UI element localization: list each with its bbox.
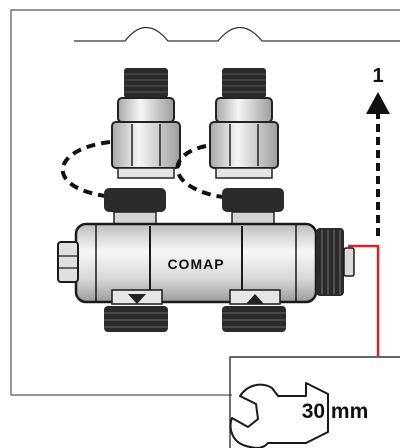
step-number-label: 1: [372, 65, 383, 87]
wrench-size-label: 30 mm: [302, 400, 369, 423]
manifold-bottom-port-right: [222, 289, 286, 332]
wrench-icon: [229, 382, 329, 448]
manifold-left-cap: [57, 241, 79, 283]
diagram-frame: [10, 9, 400, 396]
manifold-right-end: [316, 228, 355, 296]
callout-line: [348, 244, 380, 356]
wall-pipe-line: [74, 26, 400, 42]
upper-fitting-left: [111, 68, 181, 179]
brand-label: COMAP: [167, 256, 224, 272]
upper-fitting-right: [209, 68, 279, 179]
manifold-top-port-right: [222, 188, 284, 225]
dashed-arrow-up-icon: [366, 92, 390, 236]
manifold-bottom-port-left: [104, 289, 168, 332]
manifold-top-port-left: [104, 188, 166, 225]
wrench-callout-box: [229, 356, 400, 448]
